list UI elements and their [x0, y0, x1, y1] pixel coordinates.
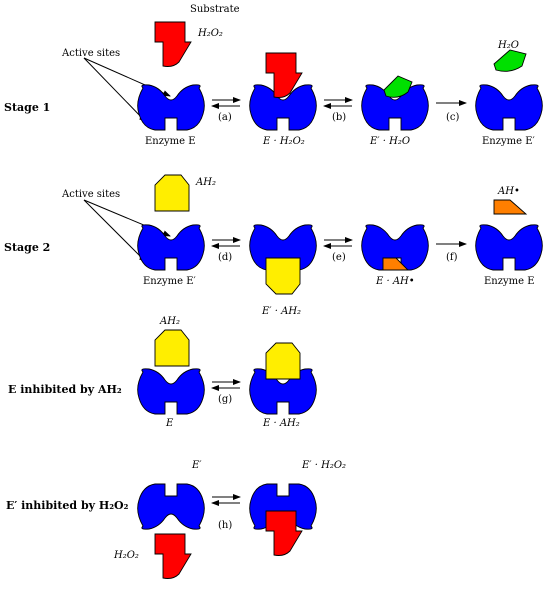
enzyme-ep-stage2-label: Enzyme E′	[143, 276, 197, 287]
ah2-molecule	[154, 329, 190, 367]
substrate-label: Substrate	[190, 4, 240, 15]
e-ah-radical-label: E · AH•	[375, 276, 415, 287]
ah-radical-top-label: AH•	[497, 186, 520, 197]
ah2-row3-label: AH₂	[159, 316, 180, 327]
ep-h2o2-row4-label: E′ · H₂O₂	[301, 460, 346, 471]
reaction-label-c: (c)	[446, 112, 460, 123]
inhib-ep-label: E′ inhibited by H₂O₂	[6, 499, 129, 512]
reaction-label-d: (d)	[218, 252, 232, 263]
active-site-arrow	[83, 57, 147, 123]
enzyme-ep-label: Enzyme E′	[482, 136, 536, 147]
e-row3-label: E	[165, 418, 174, 429]
e-h2o2-label: E · H₂O₂	[262, 136, 305, 147]
ep-ah2-label: E′ · AH₂	[261, 306, 301, 317]
reaction-label-a: (a)	[218, 112, 232, 123]
radical-molecule	[493, 199, 528, 215]
ah2-molecule	[154, 174, 190, 212]
enzyme-e-prime	[137, 483, 205, 530]
enzyme-e-prime	[137, 224, 205, 271]
h2o2-molecule	[154, 21, 192, 67]
radical-molecule	[382, 257, 410, 271]
h2o2-molecule	[154, 533, 192, 579]
stage1-label: Stage 1	[4, 101, 50, 114]
e-ah2-row3-label: E · AH₂	[262, 418, 300, 429]
enzyme-e-prime	[475, 84, 543, 131]
ah2-molecule	[265, 257, 301, 295]
h2o2-row4-label: H₂O₂	[113, 550, 139, 561]
active-sites-label-2: Active sites	[61, 189, 120, 200]
reaction-label-e: (e)	[332, 252, 346, 263]
enzyme-e	[137, 84, 205, 131]
enzyme-e-stage2-label: Enzyme E	[484, 276, 535, 287]
reaction-label-f: (f)	[446, 252, 458, 263]
ah2-molecule	[265, 342, 301, 380]
h2o2-top-label: H₂O₂	[197, 28, 223, 39]
water-molecule	[383, 75, 413, 98]
reaction-label-b: (b)	[332, 112, 346, 123]
enzyme-e	[475, 224, 543, 271]
reaction-label-h: (h)	[218, 520, 232, 531]
water-molecule	[493, 49, 527, 72]
active-sites-label-1: Active sites	[61, 48, 120, 59]
reaction-label-g: (g)	[218, 394, 232, 405]
active-site-arrow	[83, 199, 147, 263]
inhib-e-label: E inhibited by AH₂	[8, 383, 122, 396]
ep-row4-label: E′	[191, 460, 202, 471]
h2o-top-label: H₂O	[497, 40, 519, 51]
ah2-stage2-label: AH₂	[195, 177, 216, 188]
enzyme-e	[137, 368, 205, 415]
stage2-label: Stage 2	[4, 241, 50, 254]
enzyme-e-label: Enzyme E	[145, 136, 196, 147]
ep-h2o-label: E′ · H₂O	[369, 136, 410, 147]
